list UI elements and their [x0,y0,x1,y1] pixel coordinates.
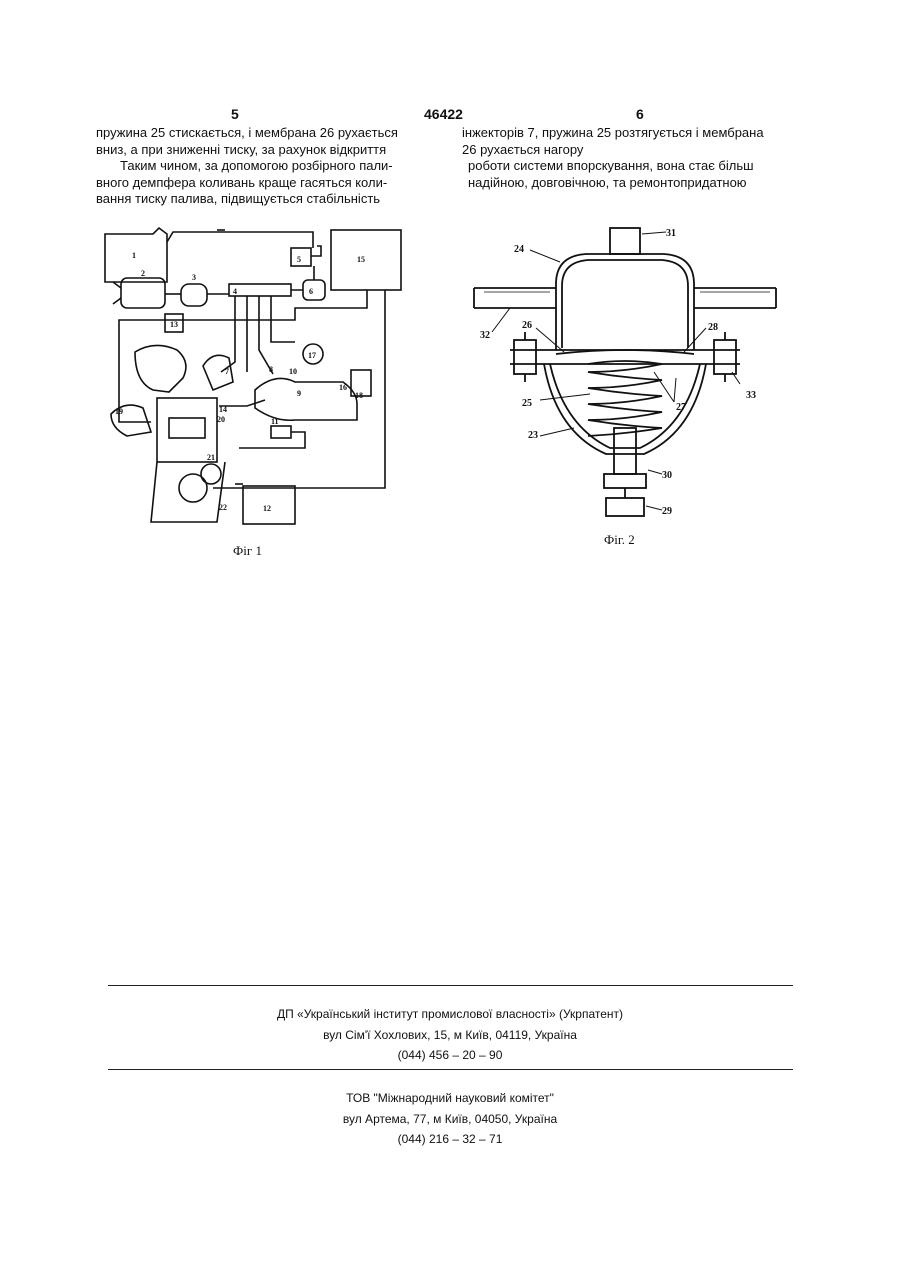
flange-bolt-right [714,340,736,374]
fig1-label-15: 15 [357,255,365,264]
footer-org2-address: вул Артема, 77, м Київ, 04050, Україна [0,1112,900,1126]
left-column: пружина 25 стискається, і мембрана 26 ру… [96,125,421,208]
fig1-label-9: 9 [297,389,301,398]
right-line-2: 26 рухається нагору [462,142,792,159]
spring [588,361,662,436]
left-line-2: вниз, а при зниженні тиску, за рахунок в… [96,142,421,159]
fig1-label-7: 7 [225,367,229,376]
footer-org2-name: ТОВ "Міжнародний науковий комітет" [0,1091,900,1105]
fig1-label-20: 20 [217,415,225,424]
fig2-label-24: 24 [514,244,524,255]
fig1-label-1: 1 [132,251,136,260]
return-line [167,232,313,248]
footer-divider-bottom [108,1069,793,1070]
fig2-label-31: 31 [666,228,676,239]
page-number-right: 6 [636,106,644,122]
damper [303,280,325,300]
fig1-label-22: 22 [219,503,227,512]
figure-2-diagram: 31 24 32 26 28 25 27 33 23 30 29 [470,222,790,522]
fig1-label-5: 5 [297,255,301,264]
right-line-4: надійною, довговічною, та ремонтопридатн… [462,175,792,192]
pressure-regulator [291,248,311,266]
fuel-filter [181,284,207,306]
footer-divider-top [108,985,793,986]
fig2-label-25: 25 [522,398,532,409]
fig2-label-29: 29 [662,506,672,517]
fig1-label-10: 10 [289,367,297,376]
fig1-label-4: 4 [233,287,237,296]
fig1-label-21: 21 [207,453,215,462]
right-column: інжекторів 7, пружина 25 розтягується і … [462,125,792,191]
fig2-label-28: 28 [708,322,718,333]
fig1-label-13: 13 [170,320,178,329]
footer-org1-name: ДП «Український інститут промислової вла… [0,1007,900,1021]
figure-2-caption: Фіг. 2 [604,532,635,548]
patent-number: 46422 [424,106,463,122]
fig1-label-19: 19 [115,407,123,416]
left-line-5: вання тиску палива, підвищується стабіль… [96,191,421,208]
fuel-tank [105,228,167,282]
fig2-label-30: 30 [662,470,672,481]
sensor-11 [271,426,291,438]
footer-org1-phone: (044) 456 – 20 – 90 [0,1048,900,1062]
fig1-label-16: 16 [339,383,347,392]
figure-1-caption: Фіг 1 [233,543,262,559]
footer-org1-address: вул Сім'ї Хохлових, 15, м Київ, 04119, У… [0,1028,900,1042]
right-line-3: роботи системи впорскування, вона стає б… [462,158,792,175]
fig1-label-8: 8 [269,365,273,374]
adjusting-screw [614,428,636,474]
fig1-label-11: 11 [271,417,279,426]
fig1-label-12: 12 [263,504,271,513]
figure-1-diagram: 1 2 3 4 5 6 7 8 9 10 11 12 13 14 15 16 1… [95,222,405,534]
right-line-1: інжекторів 7, пружина 25 розтягується і … [462,125,792,142]
fuel-rail [229,284,291,296]
fig2-label-32: 32 [480,330,490,341]
top-fitting [610,228,640,254]
fig2-label-26: 26 [522,320,532,331]
cap-nut [606,498,644,516]
left-line-4: вного демпфера коливань краще гасяться к… [96,175,421,192]
air-intake [135,345,186,392]
left-line-3: Таким чином, за допомогою розбірного пал… [96,158,421,175]
flange-bolt-left [514,340,536,374]
fig2-label-27: 27 [676,402,686,413]
footer-org2-phone: (044) 216 – 32 – 71 [0,1132,900,1146]
control-unit [331,230,401,290]
through-pipe [474,288,776,308]
fig1-label-2: 2 [141,269,145,278]
fig2-label-33: 33 [746,390,756,401]
left-line-1: пружина 25 стискається, і мембрана 26 ру… [96,125,421,142]
fig1-label-18: 18 [355,391,363,400]
upper-cover [556,254,694,350]
fig1-label-6: 6 [309,287,313,296]
lock-nut [604,474,646,488]
page-number-left: 5 [231,106,239,122]
fig1-label-14: 14 [219,405,227,414]
fig1-label-17: 17 [308,351,316,360]
fig1-label-3: 3 [192,273,196,282]
fig2-label-23: 23 [528,430,538,441]
